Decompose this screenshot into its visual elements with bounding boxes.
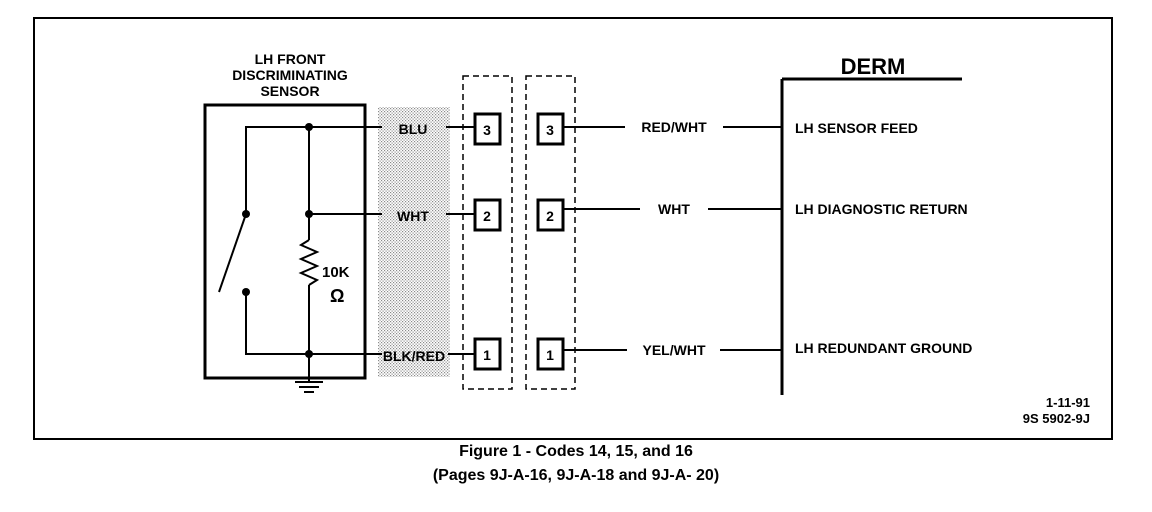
derm-title: DERM: [841, 54, 906, 79]
pin-3-right: [536, 112, 565, 146]
wire-label-red-wht: RED/WHT: [641, 119, 707, 135]
wire-label-blk-red: BLK/RED: [383, 348, 445, 364]
drawing-date: 1-11-91: [1046, 395, 1090, 410]
pin-3-left-label: 3: [483, 122, 491, 138]
figure-caption-line-2: (Pages 9J-A-16, 9J-A-18 and 9J-A- 20): [432, 467, 720, 484]
resistor-value: 10K: [322, 264, 350, 281]
pin-3-right-label: 3: [546, 122, 554, 138]
pin-2-right-label: 2: [546, 208, 554, 224]
sensor-circuit: [218, 126, 382, 378]
pin-2-right: [536, 198, 565, 232]
connector-leads: [446, 126, 475, 355]
sensor-title-line-2: DISCRIMINATING: [232, 67, 348, 83]
harness-wires: [563, 126, 782, 351]
pin-1-right-label: 1: [546, 347, 554, 363]
pin-2-left: [473, 198, 502, 232]
wire-label-yel-wht: YEL/WHT: [643, 342, 706, 358]
sensor-nodes: [242, 123, 313, 358]
ground-icon: [295, 378, 323, 393]
connector-half-right: [525, 75, 576, 390]
diagram-frame: [33, 17, 1113, 440]
derm-circuit-diagnostic-return: LH DIAGNOSTIC RETURN: [795, 201, 968, 217]
figure-caption-line-1: Figure 1 - Codes 14, 15, and 16: [459, 443, 693, 460]
sensor-box: [203, 103, 367, 380]
resistor-unit: Ω: [330, 286, 344, 306]
pin-2-left-label: 2: [483, 208, 491, 224]
pin-3-left: [473, 112, 502, 146]
derm-circuit-redundant-ground: LH REDUNDANT GROUND: [795, 340, 972, 356]
connector-half-left: [462, 75, 513, 390]
pin-1-right: [536, 337, 565, 371]
connector-shading: [378, 107, 450, 377]
pin-1-left-label: 1: [483, 347, 491, 363]
pin-1-left: [473, 337, 502, 371]
derm-circuit-sensor-feed: LH SENSOR FEED: [795, 120, 918, 136]
wire-label-blu: BLU: [399, 121, 428, 137]
drawing-code: 9S 5902-9J: [1023, 411, 1090, 426]
wire-label-wht-harness: WHT: [658, 201, 690, 217]
wire-label-wht-sensor: WHT: [397, 208, 429, 224]
sensor-title-line-1: LH FRONT: [255, 51, 326, 67]
sensor-title-line-3: SENSOR: [260, 83, 319, 99]
derm-module-edge: [780, 77, 962, 395]
